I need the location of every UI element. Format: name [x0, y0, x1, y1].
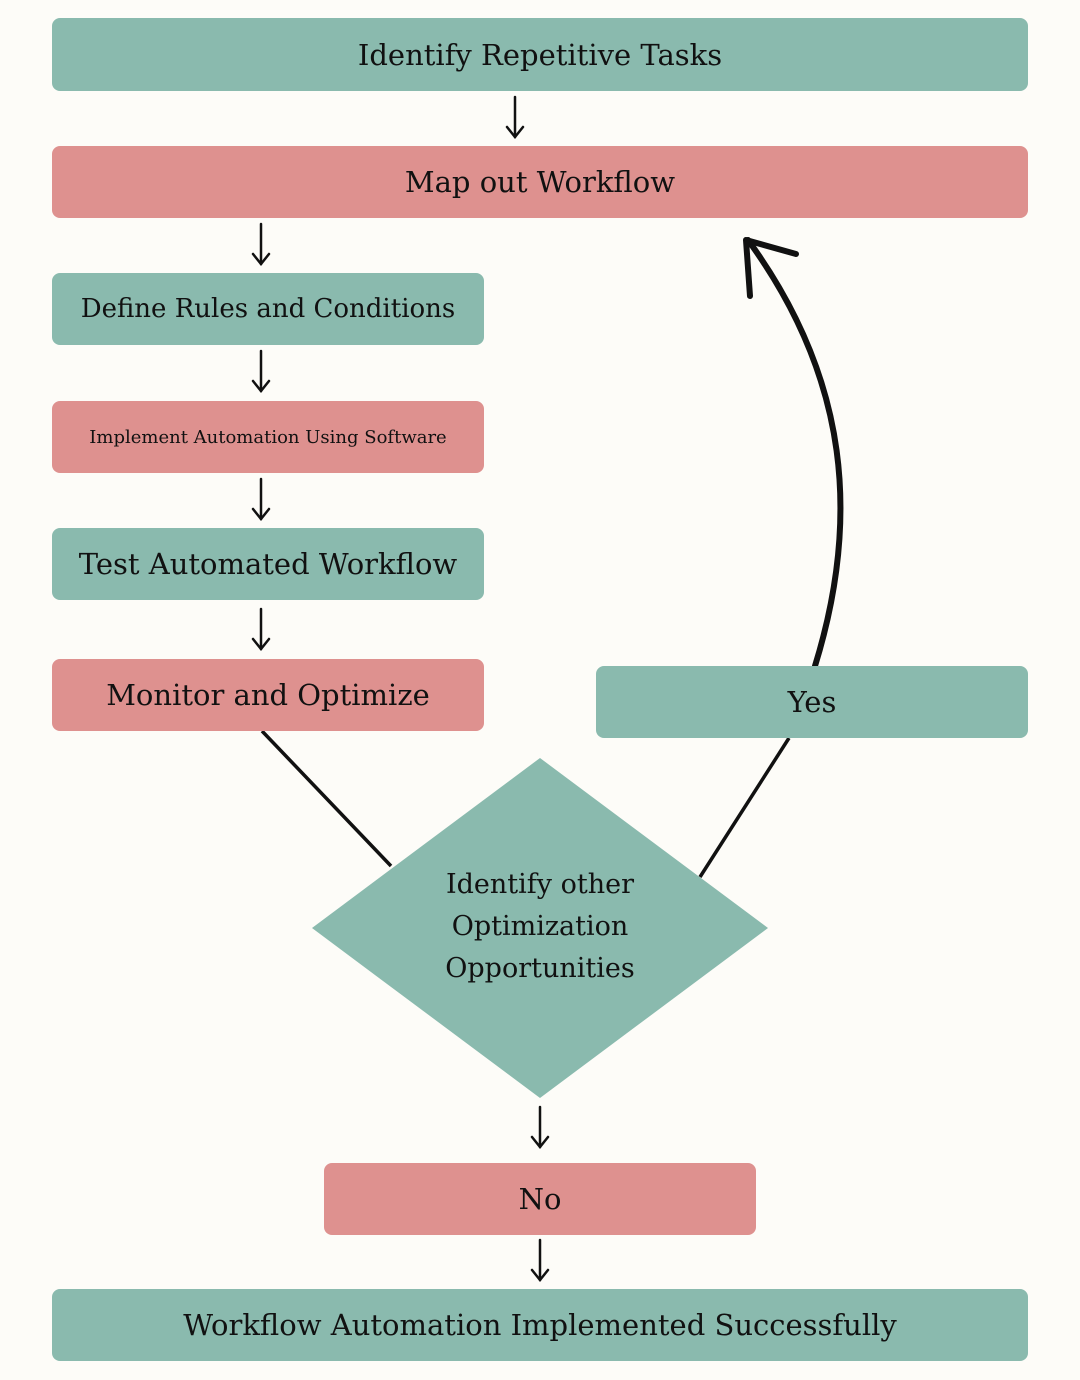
branch-yes-label: Yes	[787, 685, 837, 719]
arrow-map-to-define	[251, 222, 271, 267]
step-implement-automation-label: Implement Automation Using Software	[89, 426, 447, 448]
step-identify-repetitive-tasks: Identify Repetitive Tasks	[52, 18, 1028, 91]
loop-back-arrowhead	[743, 237, 799, 299]
decision-label-line-2: Optimization	[451, 911, 629, 942]
arrow-no-to-final	[530, 1238, 550, 1283]
step-define-rules: Define Rules and Conditions	[52, 273, 484, 345]
arrow-implement-to-test	[251, 477, 271, 522]
branch-yes: Yes	[596, 666, 1028, 738]
step-map-out-workflow: Map out Workflow	[52, 146, 1028, 218]
arrow-test-to-monitor	[251, 607, 271, 652]
step-test-workflow: Test Automated Workflow	[52, 528, 484, 600]
step-final-success-label: Workflow Automation Implemented Successf…	[183, 1308, 897, 1342]
arrow-identify-to-map	[505, 95, 525, 140]
step-monitor-optimize-label: Monitor and Optimize	[106, 678, 430, 712]
step-monitor-optimize: Monitor and Optimize	[52, 659, 484, 731]
connector-monitor-to-decision	[260, 729, 393, 868]
arrow-decision-to-no	[530, 1105, 550, 1150]
step-test-workflow-label: Test Automated Workflow	[78, 547, 458, 581]
branch-no-label: No	[518, 1182, 562, 1216]
step-final-success: Workflow Automation Implemented Successf…	[52, 1289, 1028, 1361]
step-implement-automation: Implement Automation Using Software	[52, 401, 484, 473]
step-map-out-workflow-label: Map out Workflow	[404, 165, 676, 199]
decision-diamond	[312, 758, 768, 1098]
decision-label-line-3: Opportunities	[445, 953, 635, 984]
decision-label: Identify other Optimization Opportunitie…	[380, 864, 700, 990]
step-define-rules-label: Define Rules and Conditions	[80, 294, 456, 324]
arrow-define-to-implement	[251, 349, 271, 394]
step-identify-repetitive-tasks-label: Identify Repetitive Tasks	[357, 37, 723, 72]
branch-no: No	[324, 1163, 756, 1235]
decision-label-line-1: Identify other	[445, 869, 634, 900]
loop-back-arrow	[745, 237, 844, 669]
connector-decision-to-yes	[698, 737, 791, 878]
